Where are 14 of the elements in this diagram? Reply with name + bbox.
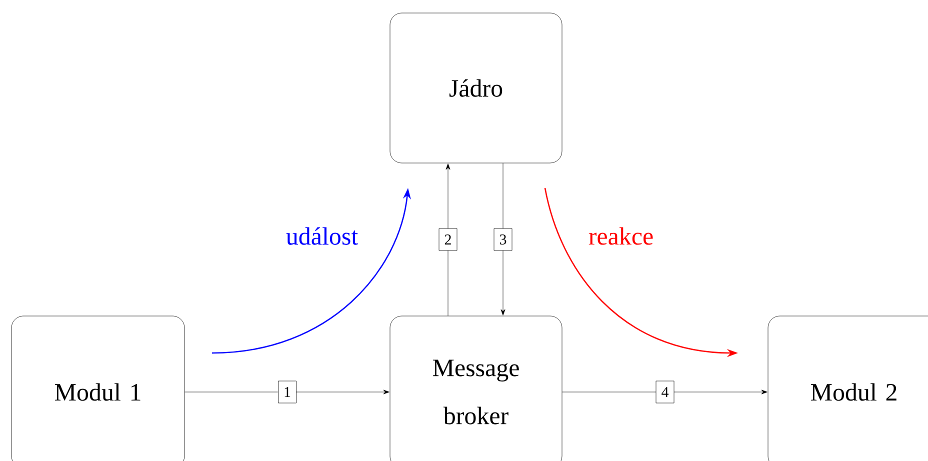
module-box: Modul 1 [11, 316, 185, 461]
arrow [446, 164, 450, 316]
module-box: Jádro [390, 12, 562, 164]
arrow-label: událost [286, 227, 358, 245]
arrow [562, 390, 768, 394]
arrow [184, 390, 390, 394]
module-box: Modul 2 [768, 316, 928, 461]
arrow [500, 163, 506, 316]
edge-label: 1 [278, 380, 296, 404]
edge-label: 3 [494, 228, 512, 251]
module-box: Message broker [390, 316, 562, 461]
edge-label: 4 [656, 380, 674, 404]
arrow-label: reakce [588, 227, 653, 245]
edge-label: 2 [438, 228, 458, 251]
